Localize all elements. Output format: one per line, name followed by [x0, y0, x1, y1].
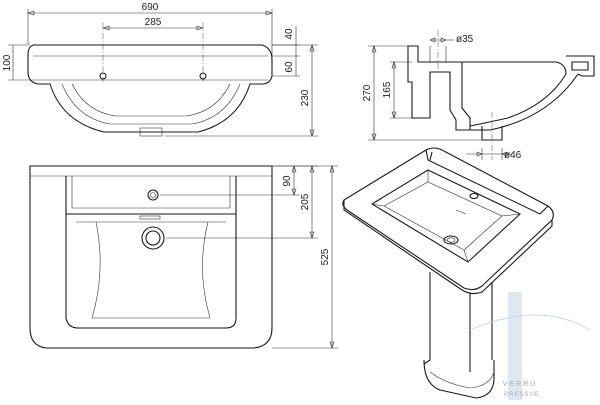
iso-waste-inner [446, 237, 456, 243]
dim-230: 230 [300, 89, 311, 106]
iso-bowl-inner [383, 181, 503, 251]
top-view-waste [139, 127, 163, 137]
iso-pedestal-base [423, 359, 495, 399]
front-view-waste-inner [145, 230, 161, 246]
watermark-line1: VERRU [503, 381, 538, 388]
iso-overflow [455, 209, 467, 215]
front-view-tap-hole [147, 189, 159, 201]
front-view: 90 205 525 [29, 165, 338, 349]
front-view-bowl-floor [92, 221, 210, 319]
section-back-wall [407, 45, 471, 131]
top-view-bowl-inner [61, 83, 241, 125]
watermark-swoosh [469, 314, 591, 331]
watermark-line2: PRESSUE [504, 392, 540, 398]
iso-bowl [370, 169, 521, 263]
section-bowl [462, 61, 567, 127]
dim-d35: ø35 [456, 34, 474, 45]
front-view-bowl [65, 214, 237, 329]
iso-waste [443, 235, 459, 245]
dim-285: 285 [145, 17, 162, 28]
front-view-tap-hole-inner [150, 192, 156, 198]
top-view-outline [27, 44, 273, 133]
front-view-tap-deck-inner [71, 176, 231, 209]
isometric-view [342, 147, 554, 399]
front-view-overflow [139, 215, 161, 220]
iso-pedestal [429, 272, 493, 372]
dim-100: 100 [2, 54, 13, 71]
iso-bowl-slope [371, 170, 521, 263]
dim-d46: ø46 [504, 150, 522, 161]
front-view-waste-outer [141, 226, 165, 250]
dim-40: 40 [284, 28, 295, 40]
dim-90: 90 [282, 175, 293, 187]
section-bowl-outer [470, 73, 579, 131]
iso-pedestal-foot [429, 371, 495, 389]
iso-basin-edge [343, 200, 553, 295]
section-view: ø35 270 165 ø46 [362, 30, 595, 161]
section-front-rim [566, 55, 595, 77]
dim-60: 60 [284, 61, 295, 73]
dim-165: 165 [382, 81, 393, 98]
iso-backsplash [425, 149, 549, 215]
iso-tap-hole [469, 192, 479, 200]
dim-205: 205 [300, 193, 311, 210]
section-tap-hole [429, 46, 447, 62]
dim-690: 690 [142, 2, 159, 13]
top-view: 690 285 100 40 60 230 [2, 2, 318, 137]
front-view-bowl-inner [76, 221, 226, 319]
dim-525: 525 [320, 248, 331, 265]
front-view-outline [29, 165, 273, 349]
watermark-bar [508, 292, 522, 400]
dim-270: 270 [362, 84, 373, 101]
watermark: VERRU PRESSUE [469, 292, 591, 400]
top-view-bowl-inner-2 [71, 83, 231, 117]
